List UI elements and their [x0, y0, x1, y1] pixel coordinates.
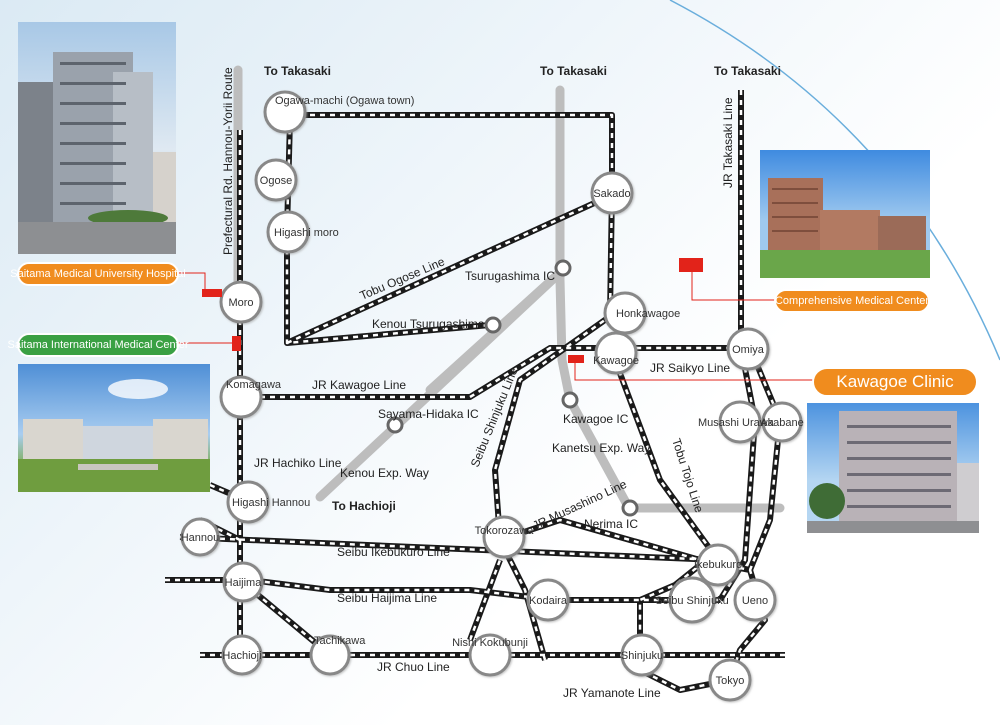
station-ogose[interactable]	[254, 158, 298, 202]
label-tsurugashima-ic: Tsurugashima IC	[465, 269, 555, 283]
nerima-ic-marker[interactable]	[621, 499, 639, 517]
label-tachikawa: Tachikawa	[314, 635, 366, 647]
sayama-hidaka-ic-marker[interactable]	[386, 416, 404, 434]
facility-saitama-univ[interactable]: Saitama Medical University Hospital	[10, 262, 186, 286]
label-honkawagoe: Honkawagoe	[616, 308, 680, 320]
label-kenou-tsurugashima: Kenou Tsurugashima	[372, 317, 485, 331]
label-akabane: Akabane	[760, 417, 803, 429]
station-tokorozawa[interactable]	[482, 515, 526, 559]
station-komagawa[interactable]	[219, 375, 263, 419]
label-jr-yamanote: JR Yamanote Line	[563, 686, 661, 700]
station-kawagoe[interactable]	[594, 331, 638, 375]
station-kodaira[interactable]	[526, 578, 570, 622]
label-haijima: Haijima	[225, 577, 263, 589]
direction-labels: To Takasaki To Takasaki To Takasaki To H…	[264, 64, 781, 513]
building-illustration	[18, 379, 210, 492]
building-illustration	[18, 52, 176, 254]
label-hannou-yorii: Prefectural Rd. Hannou-Yorii Route	[221, 67, 235, 255]
interchanges	[386, 259, 639, 517]
station-higashimoro[interactable]	[266, 210, 310, 254]
label-kodaira: Kodaira	[529, 595, 568, 607]
station-honkawagoe[interactable]	[603, 291, 647, 335]
label-shinjuku: Shinjuku	[621, 650, 663, 662]
station-musashiurawa[interactable]	[718, 400, 762, 444]
station-labels: Ogawa-machi (Ogawa town) Ogose Higashi m…	[181, 95, 804, 687]
label-ogawa: Ogawa-machi (Ogawa town)	[275, 95, 414, 107]
label-komagawa: Komagawa	[226, 379, 282, 391]
station-hannou[interactable]	[180, 517, 220, 557]
label-seibu-ikebukuro: Seibu Ikebukuro Line	[337, 545, 450, 559]
station-tokyo[interactable]	[708, 658, 752, 702]
label-seibu-haijima: Seibu Haijima Line	[337, 591, 437, 605]
station-seibushinjuku[interactable]	[668, 576, 716, 624]
photo-saitama-intl-center	[18, 364, 210, 492]
label-jr-kawagoe: JR Kawagoe Line	[312, 378, 406, 392]
station-higashihannou[interactable]	[226, 480, 270, 524]
label-omiya: Omiya	[732, 344, 765, 356]
marker-kawagoe-clinic	[568, 355, 584, 363]
building-illustration	[760, 178, 930, 278]
photo-saitama-univ-hospital	[18, 22, 176, 254]
roads	[233, 65, 785, 515]
label-tokorozawa: Tokorozawa	[475, 525, 535, 537]
facility-leaders	[178, 265, 820, 381]
label-hannou: Hannou	[181, 532, 220, 544]
photo-comprehensive-center	[760, 150, 930, 278]
station-nishikokubunji[interactable]	[468, 633, 512, 677]
interchange-labels: Tsurugashima IC Kenou Tsurugashima Sayam…	[372, 269, 638, 531]
station-haijima[interactable]	[222, 561, 264, 603]
label-tokyo: Tokyo	[716, 675, 745, 687]
label-jr-chuo: JR Chuo Line	[377, 660, 450, 674]
label-nishikokubunji: Nishi Kokubunji	[452, 637, 528, 649]
label-jr-hachiko: JR Hachiko Line	[254, 456, 342, 470]
label-jr-saikyo: JR Saikyo Line	[650, 361, 730, 375]
station-tachikawa[interactable]	[309, 634, 351, 676]
label-to-takasaki-right: To Takasaki	[714, 64, 781, 78]
station-akabane[interactable]	[761, 401, 803, 443]
label-seibushinjuku: Seibu Shinjuku	[655, 595, 728, 607]
station-hachioji[interactable]	[221, 634, 263, 676]
label-higashimoro: Higashi moro	[274, 227, 339, 239]
label-ogose: Ogose	[260, 175, 292, 187]
facility-kawagoe-clinic[interactable]: Kawagoe Clinic	[812, 367, 978, 397]
label-kawagoe: Kawagoe	[593, 355, 639, 367]
station-moro[interactable]	[219, 280, 263, 324]
label-nerima-ic: Nerima IC	[584, 517, 638, 531]
station-ueno[interactable]	[733, 578, 777, 622]
marker-saitama-intl	[232, 336, 241, 351]
label-ueno: Ueno	[742, 595, 768, 607]
label-sayama-hidaka: Sayama-Hidaka IC	[378, 407, 479, 421]
label-to-takasaki-mid: To Takasaki	[540, 64, 607, 78]
marker-saitama-univ	[202, 289, 222, 297]
facility-saitama-intl[interactable]: Saitama International Medical Center	[8, 333, 189, 357]
building-illustration	[807, 411, 979, 533]
stations	[180, 90, 803, 702]
label-jr-takasaki: JR Takasaki Line	[721, 97, 735, 188]
photo-kawagoe-clinic	[807, 403, 979, 533]
label-kenou-exp: Kenou Exp. Way	[340, 466, 429, 480]
station-omiya[interactable]	[726, 327, 770, 371]
label-ikebukuro: Ikebukuro	[694, 559, 742, 571]
label-hachioji: Hachioji	[222, 650, 261, 662]
label-moro: Moro	[228, 297, 253, 309]
station-ikebukuro[interactable]	[696, 543, 740, 587]
label-kawagoe-ic: Kawagoe IC	[563, 412, 629, 426]
label-kanetsu-exp: Kanetsu Exp. Way	[552, 441, 650, 455]
station-shinjuku[interactable]	[620, 633, 664, 677]
label-higashihannou: Higashi Hannou	[232, 497, 310, 509]
kawagoe-ic-marker[interactable]	[561, 391, 579, 409]
station-ogawa[interactable]	[263, 90, 307, 134]
label-musashiurawa: Musashi Urawa	[698, 417, 775, 429]
label-to-hachioji: To Hachioji	[332, 499, 396, 513]
facility-comprehensive[interactable]: Comprehensive Medical Center	[774, 289, 930, 313]
tsurugashima-ic-marker[interactable]	[554, 259, 572, 277]
label-sakado: Sakado	[593, 188, 630, 200]
label-to-takasaki-left: To Takasaki	[264, 64, 331, 78]
station-sakado[interactable]	[590, 171, 634, 215]
marker-comprehensive	[679, 258, 703, 272]
kenou-tsurugashima-marker[interactable]	[484, 316, 502, 334]
